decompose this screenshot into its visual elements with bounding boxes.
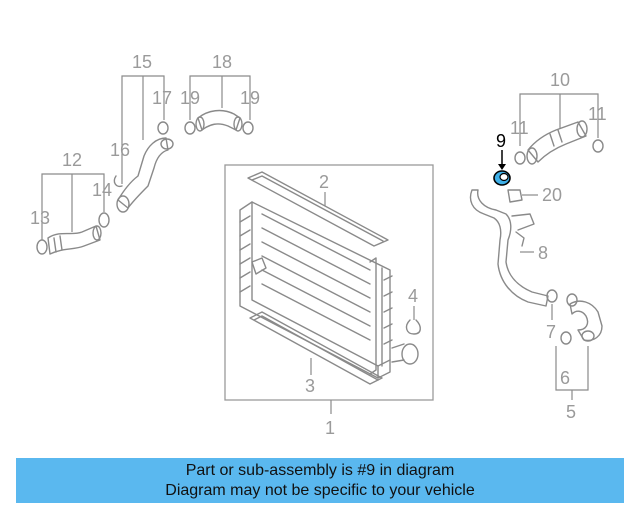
callout-15: 15 bbox=[132, 52, 152, 72]
banner-line-2: Diagram may not be specific to your vehi… bbox=[165, 481, 475, 499]
leader-lines bbox=[41, 75, 599, 414]
callout-5: 5 bbox=[566, 402, 576, 422]
o-ring-17 bbox=[157, 121, 169, 135]
banner-line-1: Part or sub-assembly is #9 in diagram bbox=[185, 461, 455, 479]
left-lower-hose-group bbox=[36, 212, 110, 255]
parts-diagram: 1 2 3 4 5 6 7 8 9 10 11 11 12 13 14 15 1… bbox=[30, 52, 607, 438]
clip-part-4 bbox=[405, 319, 421, 335]
callout-19-left: 19 bbox=[180, 88, 200, 108]
callout-19-right: 19 bbox=[240, 88, 260, 108]
callout-20: 20 bbox=[542, 185, 562, 205]
o-ring-13 bbox=[36, 239, 48, 255]
top-seal-strip bbox=[247, 171, 389, 247]
sensor-20 bbox=[507, 189, 523, 203]
clip-16 bbox=[113, 175, 123, 188]
o-ring-11-right bbox=[592, 139, 604, 153]
assembly-frame bbox=[224, 164, 434, 401]
callout-9: 9 bbox=[496, 131, 506, 151]
o-ring-14 bbox=[98, 212, 110, 228]
hose-6 bbox=[569, 300, 603, 342]
callout-2: 2 bbox=[319, 172, 329, 192]
left-upper-pipe-group bbox=[113, 121, 174, 213]
o-ring-19-right bbox=[242, 121, 254, 135]
bottom-seal-strip bbox=[249, 311, 383, 385]
callout-3: 3 bbox=[305, 376, 315, 396]
o-ring-7 bbox=[546, 289, 558, 303]
callout-18: 18 bbox=[212, 52, 232, 72]
callout-10: 10 bbox=[550, 70, 570, 90]
pipe-16 bbox=[117, 137, 169, 209]
callout-11-left: 11 bbox=[510, 118, 529, 138]
o-ring-11-left bbox=[514, 151, 526, 165]
intercooler-assembly bbox=[224, 164, 434, 401]
callout-13: 13 bbox=[30, 208, 50, 228]
right-lower-pipe-group bbox=[469, 170, 603, 345]
hose-10 bbox=[527, 121, 587, 163]
callout-6: 6 bbox=[560, 368, 570, 388]
right-upper-hose-group bbox=[514, 120, 604, 165]
callout-labels: 1 2 3 4 5 6 7 8 9 10 11 11 12 13 14 15 1… bbox=[30, 52, 607, 438]
hose-12 bbox=[47, 225, 101, 255]
callout-7: 7 bbox=[546, 322, 556, 342]
callout-12: 12 bbox=[62, 150, 82, 170]
top-hose-group bbox=[184, 109, 254, 135]
callout-4: 4 bbox=[408, 286, 418, 306]
callout-17: 17 bbox=[152, 88, 172, 108]
callout-8: 8 bbox=[538, 243, 548, 263]
callout-16: 16 bbox=[110, 140, 130, 160]
callout-14: 14 bbox=[92, 180, 112, 200]
o-ring-19-left bbox=[184, 121, 196, 135]
pipe-8 bbox=[469, 189, 549, 307]
callout-1: 1 bbox=[325, 418, 335, 438]
o-ring-6-bottom bbox=[560, 331, 572, 345]
info-banner: Part or sub-assembly is #9 in diagram Di… bbox=[16, 458, 624, 503]
callout-11-right: 11 bbox=[588, 104, 607, 124]
